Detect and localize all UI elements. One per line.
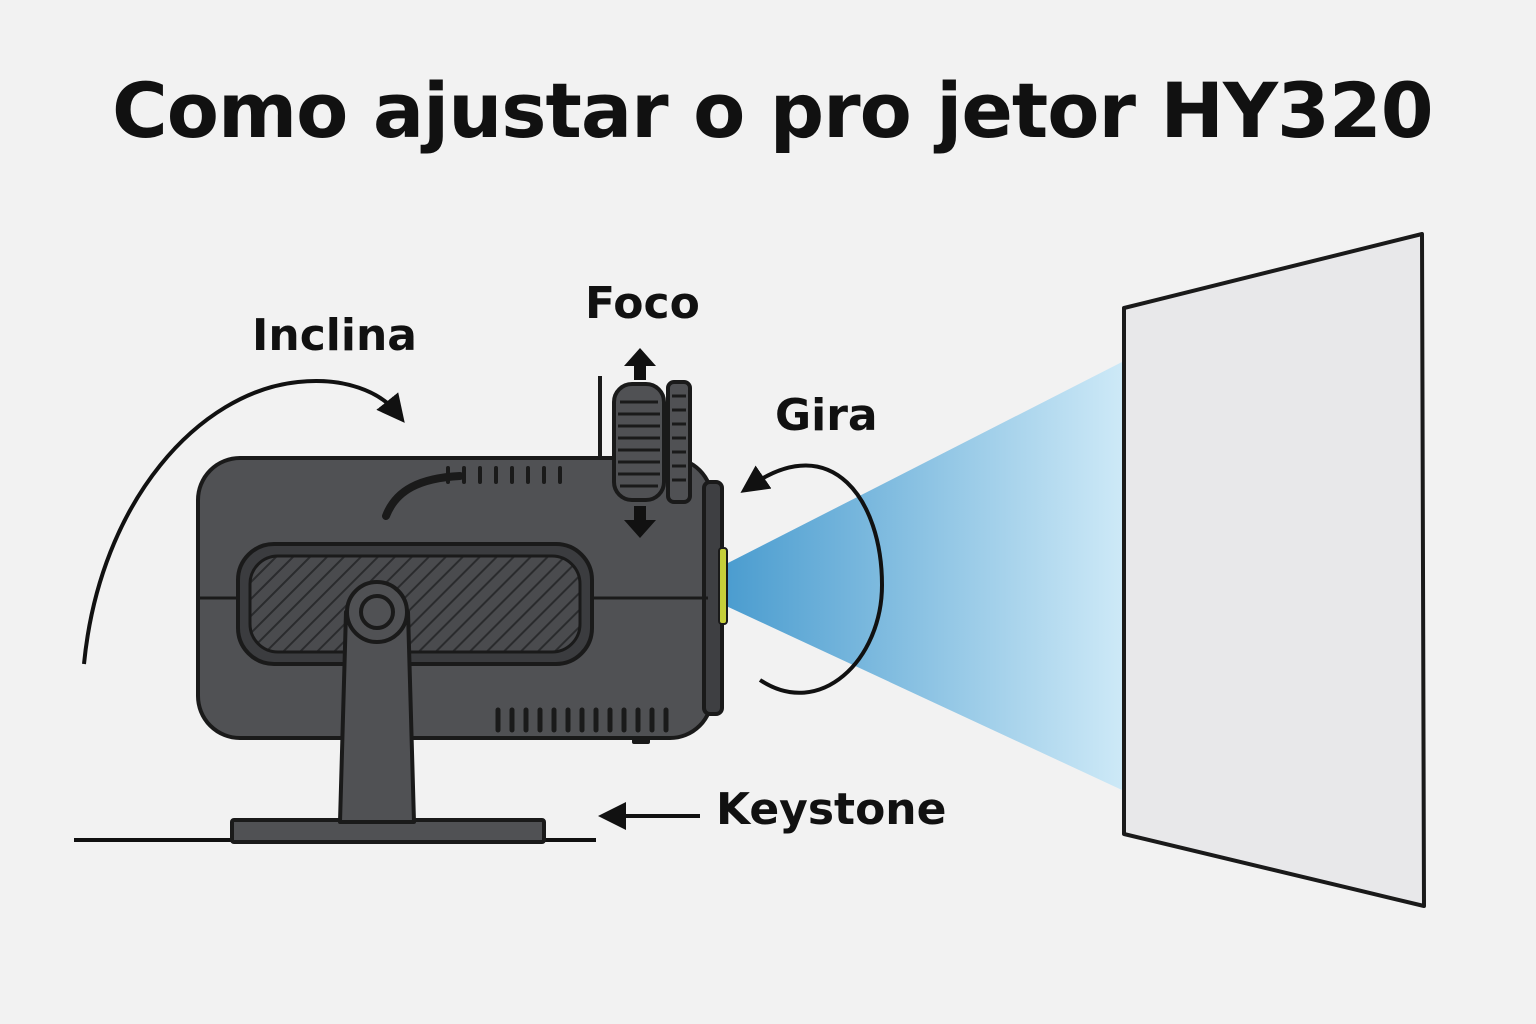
focus-down-arrow-icon [624, 506, 656, 538]
projection-screen [1122, 232, 1426, 908]
top-vent-slots [446, 466, 562, 484]
focus-wheel[interactable] [598, 376, 692, 504]
focus-up-arrow-icon [624, 348, 656, 380]
projector [196, 456, 728, 744]
lens [718, 547, 728, 625]
page-title: Como ajustar o pro jetor HY320 [112, 66, 1434, 155]
rotate-arrow-icon [740, 463, 885, 695]
keystone-label: Keystone [716, 784, 947, 835]
rotate-label: Gira [775, 390, 878, 441]
tilt-label: Inclina [252, 310, 417, 361]
light-beam [724, 362, 1122, 790]
bottom-vent-slots [495, 707, 669, 733]
focus-label: Foco [585, 278, 700, 329]
tilt-arrow-icon [82, 379, 405, 665]
